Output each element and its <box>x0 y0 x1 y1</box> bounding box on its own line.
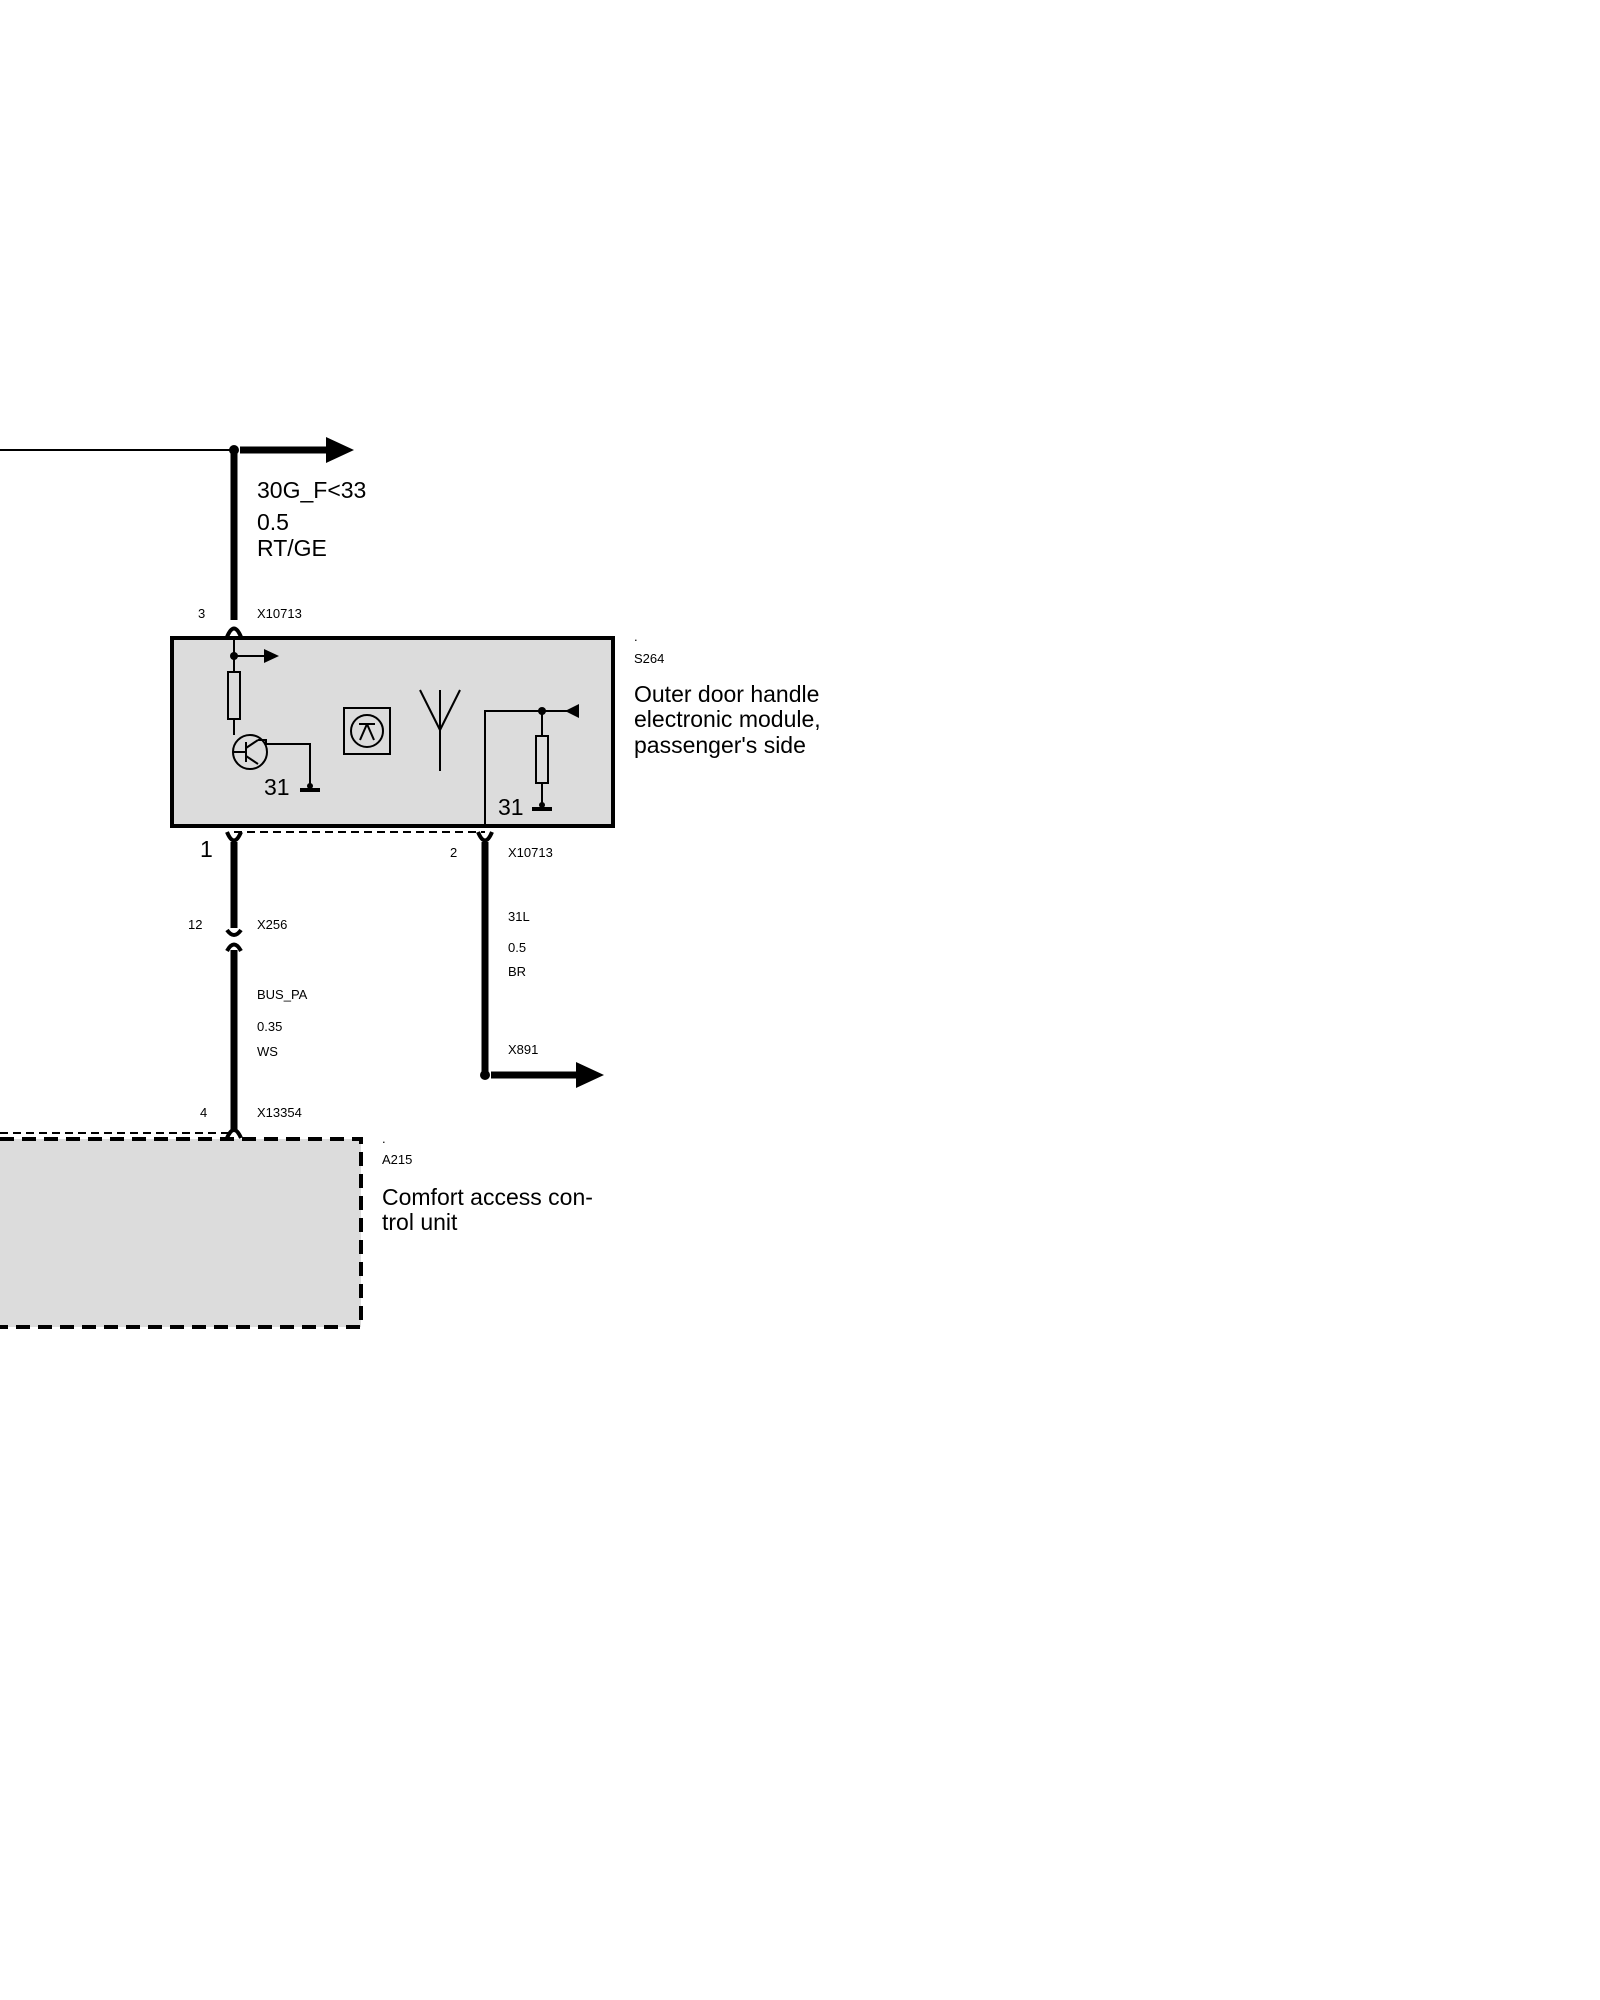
s264-name-line2: electronic module, <box>634 706 821 732</box>
connector-x10713-pin2-symbol <box>476 831 494 843</box>
connector-x10713-pin2: 2 <box>450 845 457 860</box>
s264-transistor-emitter <box>245 755 259 765</box>
s264-ground-left-dot <box>307 783 313 789</box>
a215-code: A215 <box>382 1152 412 1167</box>
antenna-icon-left <box>419 689 441 731</box>
module-a215-border <box>0 1137 363 1329</box>
s264-transistor-collector <box>245 739 259 749</box>
connector-x10713-pin1-symbol <box>225 831 243 843</box>
connector-x10713-top-label: X10713 <box>257 606 302 621</box>
antenna-icon-right <box>439 689 461 731</box>
connector-x10713-top-symbol <box>225 626 243 638</box>
s264-ground-right-label: 31 <box>498 794 524 820</box>
s264-transistor-icon <box>232 734 268 770</box>
connector-x10713-top-pin: 3 <box>198 606 205 621</box>
s264-ground-right-dot <box>539 802 545 808</box>
s264-sensor-line-c <box>366 723 375 741</box>
connector-x256-upper-symbol <box>225 928 243 937</box>
module-a215-fill <box>0 1139 361 1327</box>
supply-wire-signal: 30G_F<33 <box>257 477 366 503</box>
s264-internal-arrow-icon <box>264 649 279 663</box>
connector-x256-lower-symbol <box>225 942 243 953</box>
junction-dot-x891 <box>480 1070 490 1080</box>
s264-sensor-box-icon <box>343 707 391 755</box>
connector-x256-pin: 12 <box>188 917 202 932</box>
outgoing-arrow-x891-icon <box>576 1062 604 1088</box>
a215-marker: . <box>382 1131 386 1146</box>
connector-x891-label: X891 <box>508 1042 538 1057</box>
supply-wire-color: RT/GE <box>257 535 327 561</box>
connector-x10713-pin1: 1 <box>200 836 213 862</box>
s264-internal-right-wire <box>484 710 542 826</box>
a215-name-line1: Comfort access con- <box>382 1184 593 1210</box>
s264-sensor-circle-icon <box>350 714 384 748</box>
module-s264-box <box>170 636 615 828</box>
ground-wire-gauge: 0.5 <box>508 940 526 955</box>
s264-sensor-line-b <box>359 723 368 741</box>
s264-internal-right-arrow-icon <box>565 704 579 718</box>
bus-wire-gauge: 0.35 <box>257 1019 282 1034</box>
connector-x13354-label: X13354 <box>257 1105 302 1120</box>
bus-wire-signal: BUS_PA <box>257 987 308 1002</box>
s264-code: S264 <box>634 651 664 666</box>
supply-wire-gauge: 0.5 <box>257 509 289 535</box>
connector-x256-label: X256 <box>257 917 287 932</box>
s264-marker: . <box>634 629 638 644</box>
connector-x13354-symbol <box>225 1128 243 1139</box>
s264-name-line3: passenger's side <box>634 732 806 758</box>
ground-wire-signal: 31L <box>508 909 530 924</box>
connector-x13354-pin: 4 <box>200 1105 207 1120</box>
ground-wire-color: BR <box>508 964 526 979</box>
s264-transistor-out <box>258 739 311 784</box>
a215-name-line2: trol unit <box>382 1209 458 1235</box>
bus-wire-color: WS <box>257 1044 278 1059</box>
s264-name-line1: Outer door handle <box>634 681 819 707</box>
connector-x10713-bottom-label: X10713 <box>508 845 553 860</box>
outgoing-arrow-top-icon <box>326 437 354 463</box>
s264-ground-left-label: 31 <box>264 774 290 800</box>
